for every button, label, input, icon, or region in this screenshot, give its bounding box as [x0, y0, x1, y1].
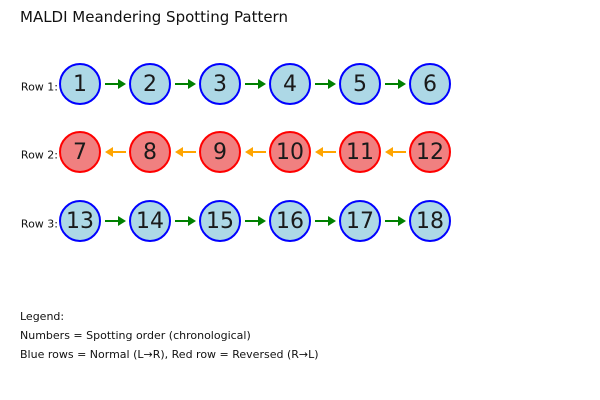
- spot-circle-6: 6: [409, 63, 451, 105]
- spot-row-3: Row 3: 13 14 15 16 17 18: [21, 200, 451, 242]
- spot-circle-11: 11: [339, 131, 381, 173]
- arrow-right-icon: [104, 216, 126, 226]
- arrow-left-icon: [314, 147, 336, 157]
- row-2-label: Row 2:: [20, 148, 58, 162]
- spot-circle-18: 18: [409, 200, 451, 242]
- spot-circle-3: 3: [199, 63, 241, 105]
- arrow-right-icon: [384, 216, 406, 226]
- figure-title: MALDI Meandering Spotting Pattern: [20, 8, 288, 26]
- spot-circle-14: 14: [129, 200, 171, 242]
- spot-circle-10: 10: [269, 131, 311, 173]
- spot-circle-5: 5: [339, 63, 381, 105]
- spot-circle-16: 16: [269, 200, 311, 242]
- spot-circle-13: 13: [59, 200, 101, 242]
- arrow-right-icon: [244, 79, 266, 89]
- legend-heading: Legend:: [20, 310, 65, 323]
- spot-circle-17: 17: [339, 200, 381, 242]
- spot-circle-4: 4: [269, 63, 311, 105]
- spot-row-2: Row 2: 7 8 9 10 11 12: [21, 131, 451, 173]
- arrow-right-icon: [174, 216, 196, 226]
- arrow-right-icon: [314, 79, 336, 89]
- arrow-right-icon: [104, 79, 126, 89]
- arrow-right-icon: [384, 79, 406, 89]
- spot-circle-8: 8: [129, 131, 171, 173]
- legend-line-numbers: Numbers = Spotting order (chronological): [20, 329, 251, 342]
- row-3-label: Row 3:: [20, 217, 58, 231]
- spot-row-1: Row 1: 1 2 3 4 5 6: [21, 63, 451, 105]
- arrow-left-icon: [174, 147, 196, 157]
- spot-circle-12: 12: [409, 131, 451, 173]
- spot-circle-2: 2: [129, 63, 171, 105]
- spot-circle-1: 1: [59, 63, 101, 105]
- arrow-right-icon: [244, 216, 266, 226]
- arrow-right-icon: [314, 216, 336, 226]
- arrow-left-icon: [244, 147, 266, 157]
- arrow-right-icon: [174, 79, 196, 89]
- arrow-left-icon: [384, 147, 406, 157]
- row-1-label: Row 1:: [20, 80, 58, 94]
- legend-line-rows: Blue rows = Normal (L→R), Red row = Reve…: [20, 348, 319, 361]
- spot-circle-15: 15: [199, 200, 241, 242]
- spot-circle-9: 9: [199, 131, 241, 173]
- arrow-left-icon: [104, 147, 126, 157]
- spot-circle-7: 7: [59, 131, 101, 173]
- legend: Legend: Numbers = Spotting order (chrono…: [20, 307, 319, 364]
